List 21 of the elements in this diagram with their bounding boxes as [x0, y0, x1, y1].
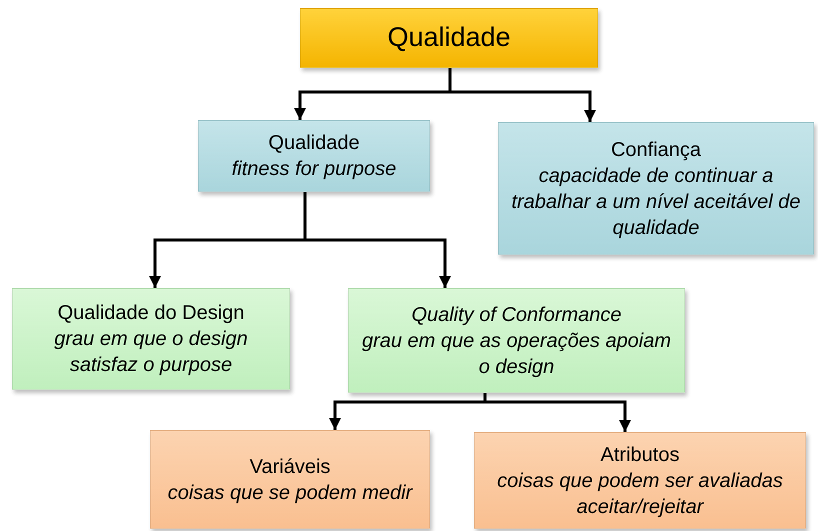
box-description: coisas que se podem medir [168, 480, 412, 506]
box-title: Quality of Conformance [411, 302, 622, 328]
concept-box [348, 288, 685, 393]
box-description: fitness for purpose [232, 157, 396, 182]
connector-arrow [304, 192, 451, 288]
concept-box [12, 288, 290, 390]
box-description: capacidade de continuar a trabalhar a um nível aceitável de qualidade [510, 164, 802, 240]
box-description: grau em que as operações apoiam o design [360, 328, 672, 380]
box-title: Atributos [600, 442, 680, 468]
concept-box [198, 120, 430, 192]
concept-box [150, 430, 430, 529]
box-title: Qualidade do Design [58, 301, 244, 326]
box-title: Qualidade [387, 21, 511, 54]
concept-box [474, 432, 806, 529]
box-title: Variáveis [250, 454, 330, 480]
concept-box [498, 122, 814, 255]
box-description: grau em que o design satisfaz o purpose [53, 327, 249, 378]
concept-box [300, 8, 598, 68]
box-description: coisas que podem ser avaliadas aceitar/rejeitar [496, 468, 784, 520]
box-title: Confiança [610, 138, 702, 162]
box-title: Qualidade [268, 131, 360, 156]
